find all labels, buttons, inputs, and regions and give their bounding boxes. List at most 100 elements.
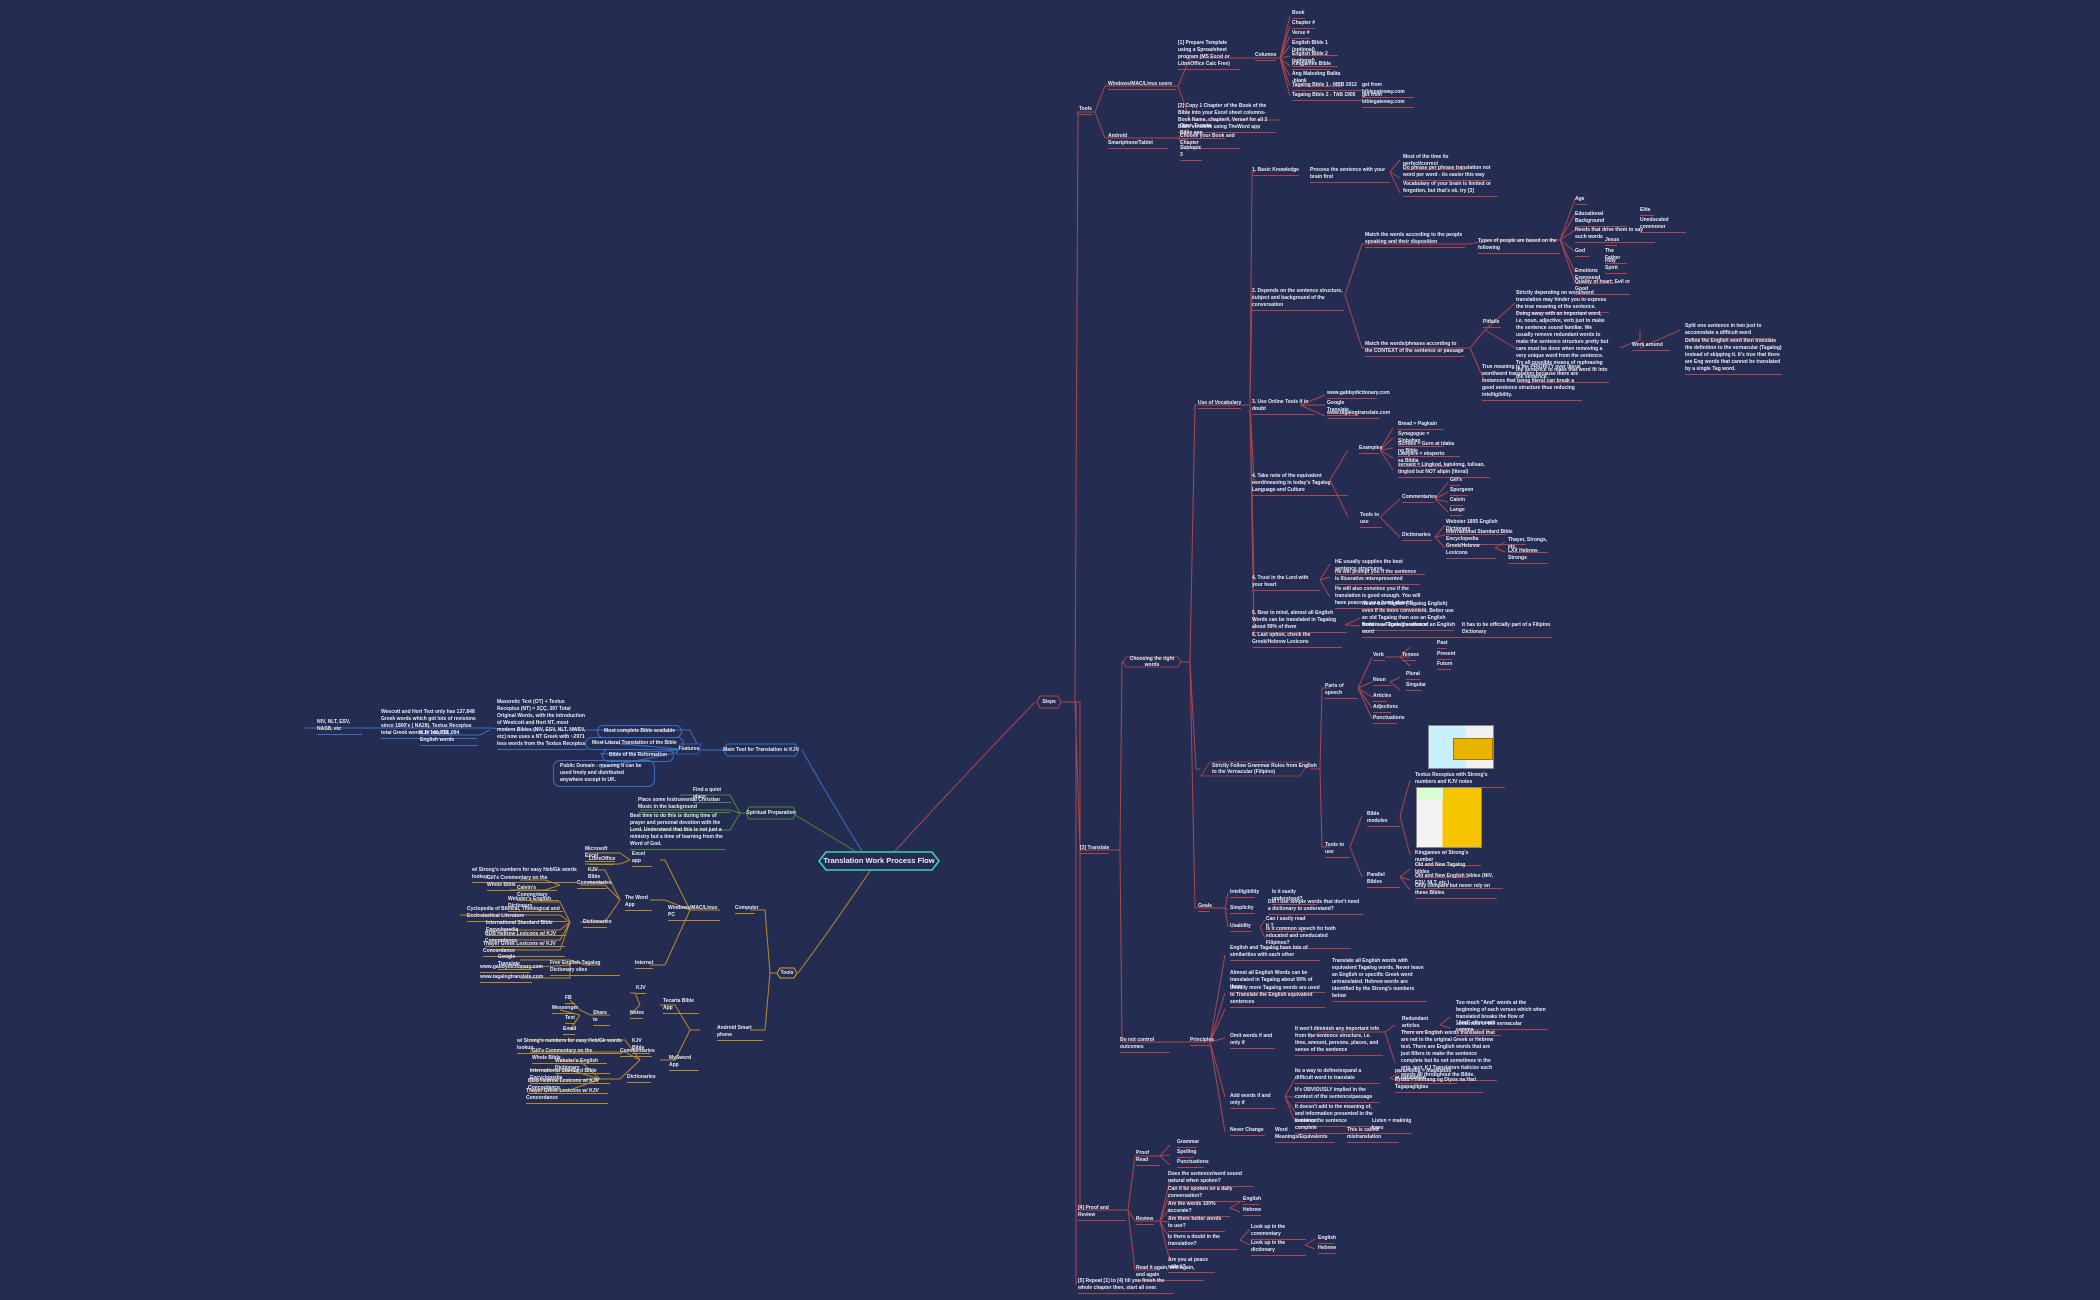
- verb-node[interactable]: Verb: [1373, 652, 1385, 661]
- redundant-articles-node[interactable]: Redundant articles: [1402, 1016, 1440, 1032]
- spiritual-quiet-place[interactable]: Find a quiet place: [693, 787, 731, 803]
- bear-note[interactable]: It has to be officially part of a Filipi…: [1462, 622, 1552, 638]
- tense-past[interactable]: Past: [1437, 640, 1448, 649]
- tense-present[interactable]: Present: [1437, 651, 1455, 660]
- trust-item-3[interactable]: He will also convince you if the transla…: [1335, 586, 1425, 609]
- spiritual-best-time[interactable]: Best time to do this is during time of p…: [630, 813, 725, 850]
- parallel-bibles-node[interactable]: Parallel Bibles: [1367, 872, 1400, 888]
- computer-node[interactable]: Computer: [735, 905, 759, 914]
- masoretic-note[interactable]: Masoretic Text (OT) + Textus Receptus (N…: [497, 699, 587, 750]
- excel-microsoft[interactable]: Microsoft Excel: [585, 846, 615, 862]
- dict-isbe[interactable]: International Standard Bible Encyclopedi…: [1446, 529, 1526, 545]
- column-tagalog-2[interactable]: Tagalog Bible 2 - TAB 1905: [1292, 92, 1362, 101]
- pitfall-2[interactable]: Doing away with an important word, i.e. …: [1516, 311, 1609, 383]
- review-q1[interactable]: Does the sentence/word sound natural whe…: [1168, 1171, 1254, 1187]
- bear-transliteration[interactable]: Better use Transliteration of an English…: [1362, 622, 1462, 638]
- example-2[interactable]: Synagogue = Sinbahan: [1398, 431, 1444, 447]
- add-item-3[interactable]: It doesn't add to the meaning of, and in…: [1295, 1104, 1380, 1127]
- dictionaries-node[interactable]: Dictionaries: [1402, 532, 1432, 541]
- copy-chapter-node[interactable]: [2] Copy 1 Chapter of the Book of the Bi…: [1178, 103, 1276, 133]
- use-vocabulary-node[interactable]: Use of Vocabulary: [1198, 400, 1242, 409]
- take-note-node[interactable]: 4. Take note of the equivalent word/mean…: [1252, 473, 1348, 496]
- tools-step-node[interactable]: Tools: [1079, 106, 1092, 115]
- type-education[interactable]: Educational Background: [1575, 211, 1627, 227]
- theword-comm-gills[interactable]: Gill's Commentary on the Whole Bible: [487, 875, 557, 891]
- dict-webster[interactable]: Webster 1895 English Dictionary: [1446, 519, 1506, 535]
- internet-node[interactable]: Internet: [635, 960, 653, 969]
- control-outcomes-node[interactable]: Do not control outcomes: [1120, 1037, 1170, 1053]
- theword-dictionaries-node[interactable]: Dictionaries: [583, 919, 612, 928]
- grammar-rules-node[interactable]: Strictly Follow Grammar Rules from Engli…: [1200, 761, 1317, 777]
- online-google[interactable]: Google Translate: [1327, 400, 1359, 416]
- module-caption-2[interactable]: Kingjames w/ Strong's number: [1415, 850, 1481, 866]
- never-change-node[interactable]: Never Change: [1230, 1127, 1265, 1136]
- goals-node[interactable]: Goals: [1198, 903, 1212, 912]
- theword-kjv[interactable]: KJV Bible: [588, 867, 606, 883]
- tools-node[interactable]: Tools: [776, 967, 798, 979]
- translate-step-node[interactable]: [3] Translate: [1080, 845, 1110, 854]
- principle-1[interactable]: English and Tagalog have lots of similar…: [1230, 945, 1320, 961]
- read-again-node[interactable]: Read it again, and again, and again: [1136, 1265, 1204, 1281]
- mistranslation-note[interactable]: This is called mistranslation: [1347, 1127, 1399, 1143]
- redundant-and-1[interactable]: Too much "And" words at the beginning of…: [1456, 1000, 1548, 1030]
- mysword-commentaries-node[interactable]: Commentaries: [620, 1048, 655, 1057]
- column-note-2[interactable]: get from biblegateway.com: [1362, 92, 1414, 108]
- lexicon-lxx[interactable]: LXX Hebrew-Strongs: [1508, 548, 1548, 564]
- prepare-template-node[interactable]: [1] Prepare Template using a Spreadsheet…: [1178, 40, 1240, 70]
- goal-simplicity-q[interactable]: Did I use simple words that don't need a…: [1268, 899, 1363, 915]
- theword-app-node[interactable]: The Word App: [625, 895, 652, 911]
- type-age[interactable]: Age: [1575, 196, 1587, 205]
- example-4[interactable]: Lawyers = eksperto sa Biblia: [1398, 451, 1450, 467]
- theword-dict-webster[interactable]: Webster's English Dictionary: [508, 896, 563, 912]
- columns-node[interactable]: Columns: [1255, 52, 1277, 61]
- online-tagalogtranslate[interactable]: www.tagalogtranslate.com: [1327, 410, 1390, 419]
- kjv-word-count[interactable]: KJV has 791,094 English words: [420, 730, 478, 746]
- proof-spelling[interactable]: Spelling: [1177, 1149, 1196, 1158]
- accurate-english[interactable]: English: [1243, 1196, 1261, 1205]
- android-phone-node[interactable]: Android Smart phone: [717, 1025, 763, 1041]
- add-example-2[interactable]: Kristo = Hinirang ng Diyos na Hari Tagap…: [1395, 1077, 1483, 1093]
- type-emotions[interactable]: Emotions Expressed: [1575, 268, 1615, 284]
- column-kingjames[interactable]: Kingjames Bible: [1292, 61, 1331, 70]
- excel-app-node[interactable]: Excel app: [632, 851, 652, 867]
- theword-comm-calvin[interactable]: Calvin's Commentary: [517, 885, 559, 901]
- repeat-step-node[interactable]: [5] Repeat [1] to [4] till you finish th…: [1078, 1278, 1174, 1294]
- spiritual-music[interactable]: Place some Instrumental Christian Music …: [638, 797, 730, 813]
- example-1[interactable]: Bread = Pagkain: [1398, 421, 1444, 430]
- add-words-node[interactable]: Add words if and only if: [1230, 1093, 1275, 1109]
- parts-punctuations[interactable]: Punctuations: [1373, 715, 1405, 724]
- mysword-dict-thayer[interactable]: Thayer Greek Lexicons w/ KJV Concordance: [526, 1088, 608, 1104]
- basic-item-2[interactable]: Do phrase per phrase translation not wor…: [1403, 165, 1491, 181]
- parts-adjectives[interactable]: Adjectives: [1373, 704, 1398, 713]
- depends-sentence-node[interactable]: 2. Depends on the sentence structure, su…: [1252, 288, 1344, 311]
- commentaries-node[interactable]: Commentaries: [1402, 494, 1437, 503]
- dict-hebrew[interactable]: Hebrew: [1318, 1245, 1336, 1254]
- goal-usability-q2[interactable]: Is it common speech for both educated an…: [1266, 926, 1351, 949]
- add-item-2[interactable]: It's OBVIOUSLY implied in the context of…: [1295, 1087, 1380, 1103]
- tecarta-kjv[interactable]: KJV: [636, 985, 646, 994]
- true-meaning-node[interactable]: True meaning is the PRIORITY over litera…: [1482, 364, 1582, 401]
- site-tagalogtranslate[interactable]: www.tagalogtranslate.com: [480, 974, 543, 983]
- spiritual-preparation-node[interactable]: Spiritual Preparation: [745, 806, 797, 820]
- parallel-compare[interactable]: Only compare but never rely on these Bib…: [1415, 883, 1497, 899]
- dict-lexicons[interactable]: Greek/Hebrew Lexicons: [1446, 543, 1496, 559]
- review-q4[interactable]: Are there better words to use?: [1168, 1216, 1225, 1232]
- review-q5[interactable]: Is there a doubt in the translation?: [1168, 1234, 1238, 1250]
- type-heart[interactable]: Quality of heart: Evil or Good: [1575, 279, 1630, 295]
- parts-speech-node[interactable]: Parts of speech: [1325, 683, 1358, 699]
- share-to-node[interactable]: Share to: [593, 1010, 610, 1026]
- comm-gills[interactable]: Gill's: [1450, 477, 1462, 486]
- comm-calvin[interactable]: Calvin: [1450, 497, 1465, 506]
- mysword-dict-bdb[interactable]: BDB Hebrew Lexicons w/ KJV Concordance: [528, 1078, 608, 1094]
- noun-node[interactable]: Noun: [1373, 677, 1391, 686]
- process-brain-node[interactable]: Process the sentence with your brain fir…: [1310, 167, 1390, 183]
- share-text[interactable]: Text: [565, 1015, 575, 1024]
- column-verse[interactable]: Verse #: [1292, 30, 1310, 39]
- workaround-1[interactable]: Split one sentence in two just to accomo…: [1685, 323, 1771, 339]
- goal-intelligibility[interactable]: Intelligibility: [1230, 889, 1259, 898]
- os-pc-node[interactable]: Windows/MAC/Linux PC: [668, 905, 720, 921]
- lexicon-thayer[interactable]: Thayer, Strongs, etc.: [1508, 537, 1548, 553]
- proof-punctuations[interactable]: Punctuations: [1177, 1159, 1209, 1168]
- open-tecarta-node[interactable]: Open Tecarta Bible app: [1180, 123, 1225, 139]
